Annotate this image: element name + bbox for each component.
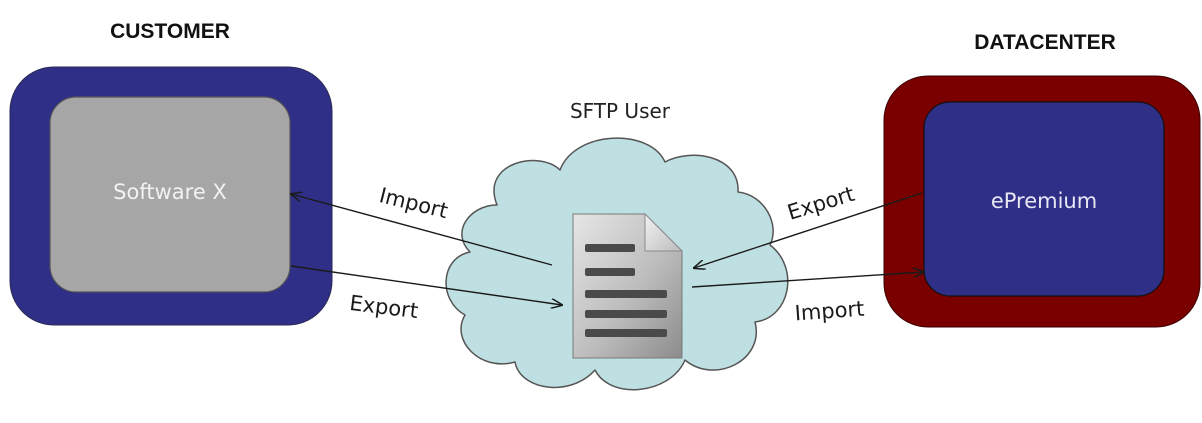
- document-fold: [644, 212, 684, 252]
- cloud-title: SFTP User: [570, 99, 671, 123]
- customer-title: CUSTOMER: [110, 20, 230, 43]
- software-x-label: Software X: [113, 180, 227, 204]
- document-line: [585, 310, 667, 318]
- arrow-export-from-software-x: [290, 265, 562, 305]
- document-icon: [572, 212, 684, 359]
- arrow-label-import-right: Import: [794, 297, 865, 326]
- datacenter-title: DATACENTER: [974, 31, 1116, 54]
- arrow-label-import-left: Import: [377, 183, 450, 223]
- document-line: [585, 329, 667, 337]
- epremium-box: [923, 101, 1165, 297]
- arrow-label-export-left: Export: [348, 291, 419, 323]
- datacenter-box: ePremium: [883, 75, 1201, 328]
- arrow-import-to-software-x: [291, 194, 553, 266]
- document-line: [585, 244, 635, 252]
- document-line: [585, 290, 667, 298]
- arrow-import-to-epremium: [691, 272, 924, 288]
- document-line: [585, 268, 635, 276]
- arrow-export-from-epremium: [694, 192, 923, 268]
- epremium-label: ePremium: [991, 189, 1097, 213]
- customer-box: Software X: [9, 66, 333, 326]
